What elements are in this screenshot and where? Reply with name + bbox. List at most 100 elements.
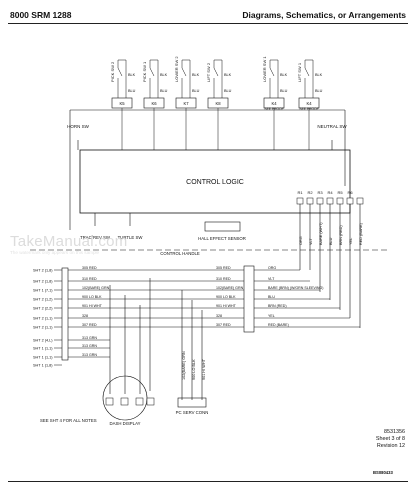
right-wire-label: 901 HI WHT (216, 304, 237, 308)
relay-wire-label: RED (BARE) (359, 222, 363, 245)
top-switch-label: LOWER SW 1 (262, 56, 267, 82)
sheet-reference: SHT 1 (1,1) (33, 347, 53, 351)
right-wire-color: ORG (268, 266, 276, 270)
right-wire-color: BLU (268, 295, 275, 299)
sheet-reference: SHT 1 (1,8) (33, 364, 53, 368)
right-wire-label: 102(BARE) GRN (216, 286, 244, 290)
relay-k-label: K7 (183, 101, 189, 106)
relay-label: R6 (347, 190, 353, 195)
wire-color-blk: BLK (192, 73, 200, 77)
top-switch: PICK SW 2 BLK BLU K5 (110, 59, 136, 150)
control-logic-box (79, 149, 351, 214)
wire-color-blu: BLU (280, 89, 288, 93)
wire-color-blk: BLK (315, 73, 323, 77)
sheet-reference: SHT 2 (1,2) (33, 298, 53, 302)
left-wire-label: 328 (82, 314, 88, 318)
top-switch-label: PICK SW 2 (110, 61, 115, 82)
sheet-number: Sheet 3 of 8 (375, 436, 405, 442)
top-switch: LOWER SW 2 BLK BLU K7 (174, 56, 200, 150)
sheet-reference: SHT 2 (1,8) (33, 269, 53, 273)
right-wire-color: VLT (268, 277, 275, 281)
relay-wire-label: ORG (299, 236, 303, 245)
relay-wire-label: YEL (349, 238, 353, 245)
sheet-reference: SHT 1 (1,1) (33, 356, 53, 360)
right-wire-label: 307 RED (216, 323, 231, 327)
drawing-number: 8531356 (384, 429, 405, 435)
right-wire-color: YEL (268, 314, 275, 318)
sheet-reference: SHT 2 (1,1) (33, 326, 53, 330)
sheet-reference: SHT 2 (4,L) (33, 339, 53, 343)
dash-display-label: DASH DISPLAY (110, 421, 141, 426)
left-wire-label: 307 RED (82, 323, 97, 327)
right-wire-color: RED (BARE) (268, 323, 289, 327)
neutral-switch-label: NEUTRAL SW (317, 124, 347, 129)
wire-color-blk: BLK (224, 73, 232, 77)
header-doc-id: 8000 SRM 1288 (10, 10, 72, 20)
figure-number: BS080433 (373, 470, 393, 475)
pc-vertical-wire-label: 901 HI WHT (202, 358, 206, 380)
revision: Revision 12 (376, 443, 405, 449)
top-switch-label: LOWER SW 2 (174, 56, 179, 82)
left-wire-label: 313 GRN (82, 336, 97, 340)
relay-k-label: K4 (271, 101, 277, 106)
left-wire-label: 313 GRN (82, 344, 97, 348)
relay-k-label: K4 (306, 101, 312, 106)
pc-serv-conn-label: PC SERV CONN (176, 410, 209, 415)
right-wire-label: 305 RED (216, 266, 231, 270)
left-wire-label: 310 RED (82, 277, 97, 281)
watermark-note: The watermark only appears on this sampl… (10, 250, 100, 255)
top-switch: PICK SW 1 BLK BLU K6 (142, 59, 168, 150)
relay-wire-label: BARE (WHT) (319, 222, 323, 245)
wire-color-blk: BLK (128, 73, 136, 77)
relay-label: R4 (327, 190, 333, 195)
relay-label: R5 (337, 190, 343, 195)
relay-k-label: K6 (151, 101, 157, 106)
sheet-reference: SHT 1 (7,1) (33, 289, 53, 293)
turtle-switch-label: TURTLE SW (118, 235, 144, 240)
left-wire-label: 313 GRN (82, 353, 97, 357)
sheet-reference: SHT 2 (1,8) (33, 280, 53, 284)
relay-label: R3 (317, 190, 323, 195)
relay-label: R1 (297, 190, 303, 195)
relay-k-label: K8 (215, 101, 221, 106)
header-section-title: Diagrams, Schematics, or Arrangements (242, 10, 406, 20)
sheet-reference: SHT 2 (2,2) (33, 307, 53, 311)
top-switch-label: LIFT SW 1 (297, 62, 302, 82)
trac-rev-switch-label: TRAC/REV SW (80, 235, 111, 240)
wire-color-blu: BLU (160, 89, 168, 93)
right-wire-color: BRN (RED) (268, 304, 287, 308)
right-wire-label: 900 LO BLK (216, 295, 236, 299)
relay-wire-label: VLT (309, 238, 313, 245)
relay-wire-label: BLU (329, 237, 333, 245)
right-wire-label: 310 RED (216, 277, 231, 281)
header-rule (8, 23, 408, 24)
relay-label: R2 (307, 190, 313, 195)
wire-color-blk: BLK (280, 73, 288, 77)
left-wire-label: 900 LO BLK (82, 295, 102, 299)
pc-vertical-wire-label: 102(BARE) GRN (182, 351, 186, 380)
horn-switch-label: HORN SW (67, 124, 90, 129)
control-logic-label: CONTROL LOGIC (186, 179, 244, 186)
top-switch-label: LIFT SW 2 (206, 62, 211, 82)
top-switch: LIFT SW 2 BLK BLU K8 (206, 59, 232, 150)
footer-rule (8, 481, 408, 482)
wire-color-blu: BLU (128, 89, 136, 93)
wire-color-blu: BLU (315, 89, 323, 93)
watermark-logo: TakeManual.com (10, 233, 128, 250)
top-switch-label: PICK SW 1 (142, 61, 147, 82)
right-wire-color: BARE (BRN) (W/GRN SLEEVING) (268, 286, 324, 290)
left-wire-label: 102(BARE) GRN (82, 286, 110, 290)
hall-effect-sensor-label: HALL EFFECT SENSOR (198, 236, 246, 241)
right-wire-label: 328 (216, 314, 222, 318)
relay-k-label: K5 (119, 101, 125, 106)
left-wire-label: 305 RED (82, 266, 97, 270)
wire-color-blu: BLU (192, 89, 200, 93)
sheet-reference: SHT 2 (1,1) (33, 317, 53, 321)
left-wire-label: 901 HI WHT (82, 304, 103, 308)
wire-color-blu: BLU (224, 89, 232, 93)
wire-color-blk: BLK (160, 73, 168, 77)
control-handle-label: CONTROL HANDLE (160, 251, 200, 256)
